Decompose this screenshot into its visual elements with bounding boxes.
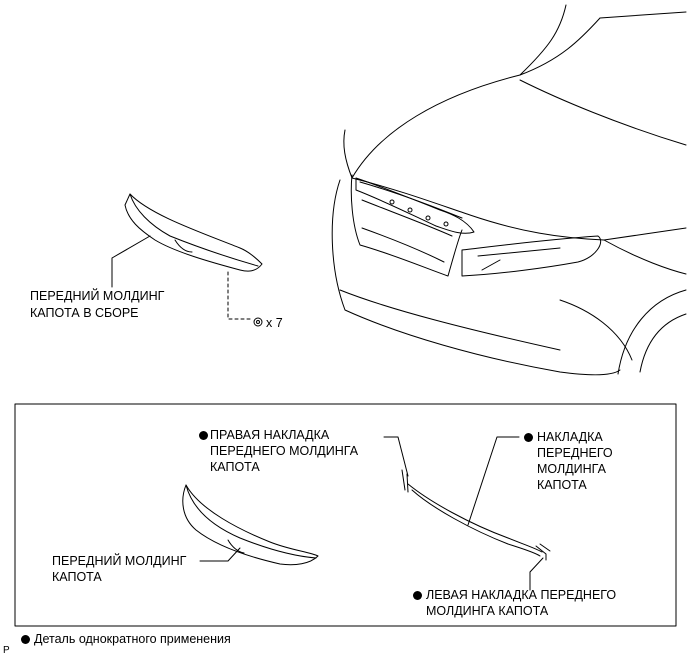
bumper-lower [339,289,561,351]
label-right-cover-line2: ПЕРЕДНЕГО МОЛДИНГА [210,444,359,458]
label-cover-line3: МОЛДИНГА [537,462,606,476]
molding-cover-part [383,436,551,591]
vehicle-front [331,4,687,376]
hood-edge-right [603,227,687,241]
fender-line [603,239,687,275]
hood-outline [351,17,601,179]
right-cover-piece [401,469,409,493]
molding-assy-edge [129,193,259,267]
molding-edge [185,484,317,559]
label-clip-count: x 7 [266,316,283,330]
leader-assy [111,235,151,288]
headlight [461,235,602,277]
label-left-cover-line1: ЛЕВАЯ НАКЛАДКА ПЕРЕДНЕГО [426,588,617,602]
clip-icon-core [256,320,260,324]
one-time-use-bullet [524,433,533,442]
hood-leading-edge [351,177,605,241]
molding-rib [227,539,245,554]
page-mark: P [3,645,10,656]
wheel-arch-inner [639,313,687,373]
leader-left-cover [529,557,544,591]
hood-crease [519,79,687,146]
clip-point [443,221,449,227]
grille-surround [350,174,463,277]
leader-cover [467,436,520,526]
leader-right-cover [383,436,409,477]
molding-body [182,484,319,566]
clip-point [407,207,413,213]
molding-on-vehicle [355,177,475,234]
label-cover-line4: КАПОТА [537,478,587,492]
legend-text: Деталь однократного применения [34,632,231,646]
leader-molding [199,547,241,562]
wheel-arch [617,289,687,375]
bumper-side [559,299,633,361]
windshield-pillar [519,4,567,76]
headlight-inner [477,247,561,271]
cover-strip-inner [411,489,541,557]
clip-point [425,215,431,221]
label-hood-molding-line2: КАПОТА [52,570,102,584]
label-right-cover-line1: ПРАВАЯ НАКЛАДКА [210,428,330,442]
label-hood-molding-assy-line1: ПЕРЕДНИЙ МОЛДИНГ [30,289,165,303]
clip-icon [253,317,263,327]
dashed-guide [227,271,253,320]
detail-box [14,403,677,627]
label-cover-line2: ПЕРЕДНЕГО [537,446,613,460]
hood-molding-part [182,484,319,566]
label-right-cover-line3: КАПОТА [210,460,260,474]
one-time-use-bullet [199,431,208,440]
label-cover-line1: НАКЛАДКА [537,430,603,444]
molding-assy-body [124,193,263,272]
a-pillar-lower [343,129,353,179]
front-bumper [331,179,621,376]
label-left-cover-line2: МОЛДИНГА КАПОТА [426,604,549,618]
left-cover-piece [535,543,551,561]
molding-assy-rib [174,239,193,253]
label-hood-molding-assy-line2: КАПОТА В СБОРЕ [30,306,139,320]
grille-inner [361,199,453,263]
legend-bullet [21,635,30,644]
windshield-line [599,11,687,19]
hood-molding-assy-part [111,193,263,327]
cover-strip [407,483,543,553]
clip-point [389,199,395,205]
one-time-use-bullet [413,591,422,600]
label-hood-molding-line1: ПЕРЕДНИЙ МОЛДИНГ [52,554,187,568]
